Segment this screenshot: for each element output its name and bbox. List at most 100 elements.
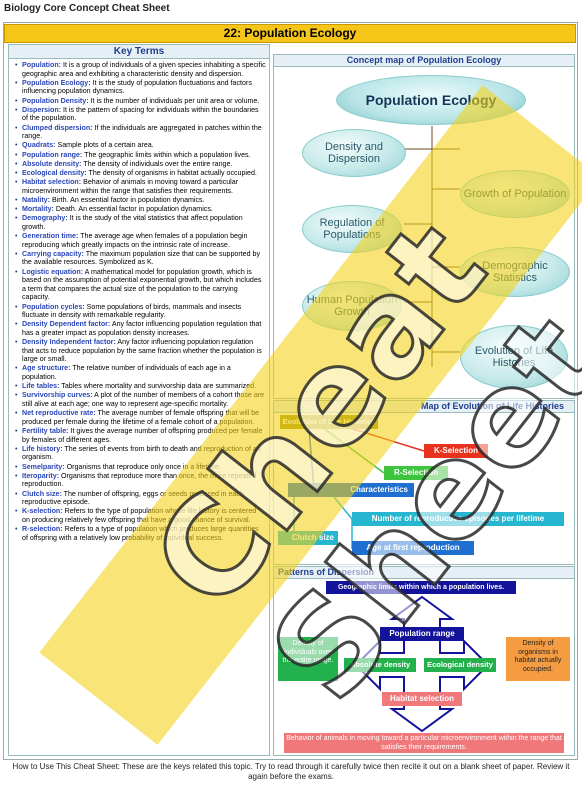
key-term-item: Life history: The series of events from … (15, 445, 266, 462)
key-term-name: Ecological density: (22, 168, 87, 177)
reproductive-episodes-box: Number of reproductive episodes per life… (352, 512, 564, 526)
key-term-item: Semelparity: Organisms that reproduce on… (15, 463, 266, 472)
key-term-item: Age structure: The relative number of in… (15, 364, 266, 381)
key-term-item: Population Ecology: It is the study of p… (15, 79, 266, 96)
diagrams-panel: Concept map of Population Ecology Popula… (273, 44, 575, 756)
key-term-name: Natality: (22, 195, 50, 204)
key-term-item: Logistic equation: A mathematical model … (15, 268, 266, 302)
key-term-item: Demography: It is the study of the vital… (15, 214, 266, 231)
key-term-definition: Sample plots of a certain area. (55, 141, 154, 150)
r-selection-box: R-Selection (384, 466, 448, 480)
concept-node-demographic: Demographic Statistics (460, 247, 570, 297)
key-term-definition: The density of individuals over the enti… (81, 159, 233, 168)
key-term-name: Semelparity: (22, 462, 65, 471)
key-term-item: Natality: Birth. An essential factor in … (15, 196, 266, 205)
key-term-item: Habitat selection: Behavior of animals i… (15, 178, 266, 195)
ecological-density-note: Density of organisms in habitat actually… (506, 637, 570, 681)
dispersion-diagram: Geographic limits within which a populat… (273, 579, 575, 756)
key-term-name: R-selection: (22, 525, 63, 534)
key-term-item: Life tables: Tables where mortality and … (15, 382, 266, 391)
key-term-name: Density Independent factor: (22, 338, 116, 347)
usage-footer: How to Use This Cheat Sheet: These are t… (12, 762, 570, 781)
key-term-item: Density Independent factor: Any factor i… (15, 338, 266, 364)
key-term-name: Clutch size: (22, 489, 62, 498)
key-term-name: Demography: (22, 214, 68, 223)
characteristics-box: Characteristics (288, 483, 414, 497)
topic-banner: 22: Population Ecology (4, 24, 576, 43)
habitat-selection-note: Behavior of animals in moving toward a p… (284, 733, 564, 753)
key-term-item: Iteroparity: Organisms that reproduce mo… (15, 472, 266, 489)
key-term-item: Population Density: It is the number of … (15, 97, 266, 106)
concept-map: Population Ecology Density and Dispersio… (273, 67, 575, 399)
key-term-name: Fertility table: (22, 427, 69, 435)
key-terms-panel: Key Terms Population: It is a group of i… (8, 44, 270, 756)
key-term-definition: The geographic limits within which a pop… (82, 150, 251, 159)
key-term-name: Mortality: (22, 205, 54, 214)
concept-node-density: Density and Dispersion (302, 129, 406, 177)
key-term-item: Carrying capacity: The maximum populatio… (15, 250, 266, 267)
key-term-name: Population cycles: (22, 302, 85, 311)
key-term-item: Clumped dispersion: If the individuals a… (15, 124, 266, 141)
evolution-root: Evolution of Life Histories (280, 415, 378, 429)
key-term-name: Age structure: (22, 364, 71, 373)
key-term-name: Survivorship curves: (22, 391, 93, 400)
key-term-definition: Organisms that reproduce only once in a … (64, 462, 221, 471)
clutch-size-box: Clutch size (278, 531, 338, 545)
concept-node-growth: Growth of Population (460, 170, 570, 218)
key-term-item: Absolute density: The density of individ… (15, 160, 266, 169)
absolute-density-note: Density of individuals over the entire r… (278, 637, 338, 681)
absolute-density-box: Absolute density (344, 658, 416, 672)
key-term-name: Logistic equation: (22, 267, 84, 276)
key-term-name: Quadrats: (22, 141, 56, 150)
key-term-item: Mortality: Death. An essential factor in… (15, 205, 266, 214)
key-term-item: Fertility table: It gives the average nu… (15, 427, 266, 444)
concept-map-heading: Concept map of Population Ecology (273, 54, 575, 67)
key-term-item: Population range: The geographic limits … (15, 151, 266, 160)
key-term-item: Density Dependent factor: Any factor inf… (15, 320, 266, 337)
key-term-name: Carrying capacity: (22, 249, 84, 258)
ecological-density-box: Ecological density (424, 658, 496, 672)
key-term-name: Population Density: (22, 96, 89, 105)
key-term-item: Quadrats: Sample plots of a certain area… (15, 141, 266, 150)
concept-node-human-growth: Human Population Growth (302, 281, 402, 331)
key-terms-heading: Key Terms (9, 45, 269, 59)
key-term-item: Population cycles: Some populations of b… (15, 303, 266, 320)
key-term-name: Population: (22, 61, 62, 69)
key-term-item: R-selection: Refers to a type of populat… (15, 525, 266, 542)
key-term-name: Iteroparity: (22, 471, 60, 480)
key-term-name: Net reproductive rate: (22, 409, 96, 418)
concept-node-evolution: Evolution of Life Histories (460, 325, 568, 389)
population-range-box: Population range (380, 627, 464, 641)
page-title: Biology Core Concept Cheat Sheet (4, 3, 170, 14)
key-term-name: Dispersion: (22, 105, 62, 114)
key-term-definition: The density of organisms in habitat actu… (86, 168, 257, 177)
key-term-name: Clumped dispersion: (22, 123, 93, 132)
key-term-item: Clutch size: The number of offspring, eg… (15, 490, 266, 507)
key-term-item: Dispersion: It is the pattern of spacing… (15, 106, 266, 123)
key-term-definition: It is a group of individuals of a given … (22, 61, 266, 78)
key-term-name: Generation time: (22, 232, 79, 240)
concept-node-regulation: Regulation of Populations (302, 205, 402, 253)
dispersion-heading: Patterns of Dispersion (273, 566, 575, 579)
key-term-name: Population Ecology: (22, 78, 91, 87)
key-term-item: K-selection: Refers to the type of popul… (15, 507, 266, 524)
key-term-definition: Death. An essential factor in population… (53, 205, 213, 214)
evolution-map: Evolution of Life Histories K-Selection … (273, 413, 575, 565)
geographic-limits-box: Geographic limits within which a populat… (326, 581, 516, 594)
k-selection-box: K-Selection (424, 444, 488, 458)
evolution-heading: Map of Evolution of Life Histories (273, 400, 575, 413)
key-terms-list: Population: It is a group of individuals… (9, 59, 269, 542)
key-term-name: Life tables: (22, 382, 60, 391)
key-term-name: Habitat selection: (22, 178, 82, 187)
concept-root: Population Ecology (336, 75, 526, 125)
key-term-item: Net reproductive rate: The average numbe… (15, 409, 266, 426)
key-term-item: Survivorship curves: A plot of the numbe… (15, 391, 266, 408)
key-term-name: Life history: (22, 444, 63, 453)
key-term-name: K-selection: (22, 507, 63, 516)
key-term-definition: Tables where mortality and survivorship … (59, 382, 257, 391)
age-first-reproduction-box: Age at first reproduction (352, 541, 474, 555)
key-term-item: Ecological density: The density of organ… (15, 169, 266, 178)
key-term-definition: Birth. An essential factor in population… (50, 195, 205, 204)
key-term-item: Generation time: The average age when fe… (15, 232, 266, 249)
key-term-item: Population: It is a group of individuals… (15, 61, 266, 78)
